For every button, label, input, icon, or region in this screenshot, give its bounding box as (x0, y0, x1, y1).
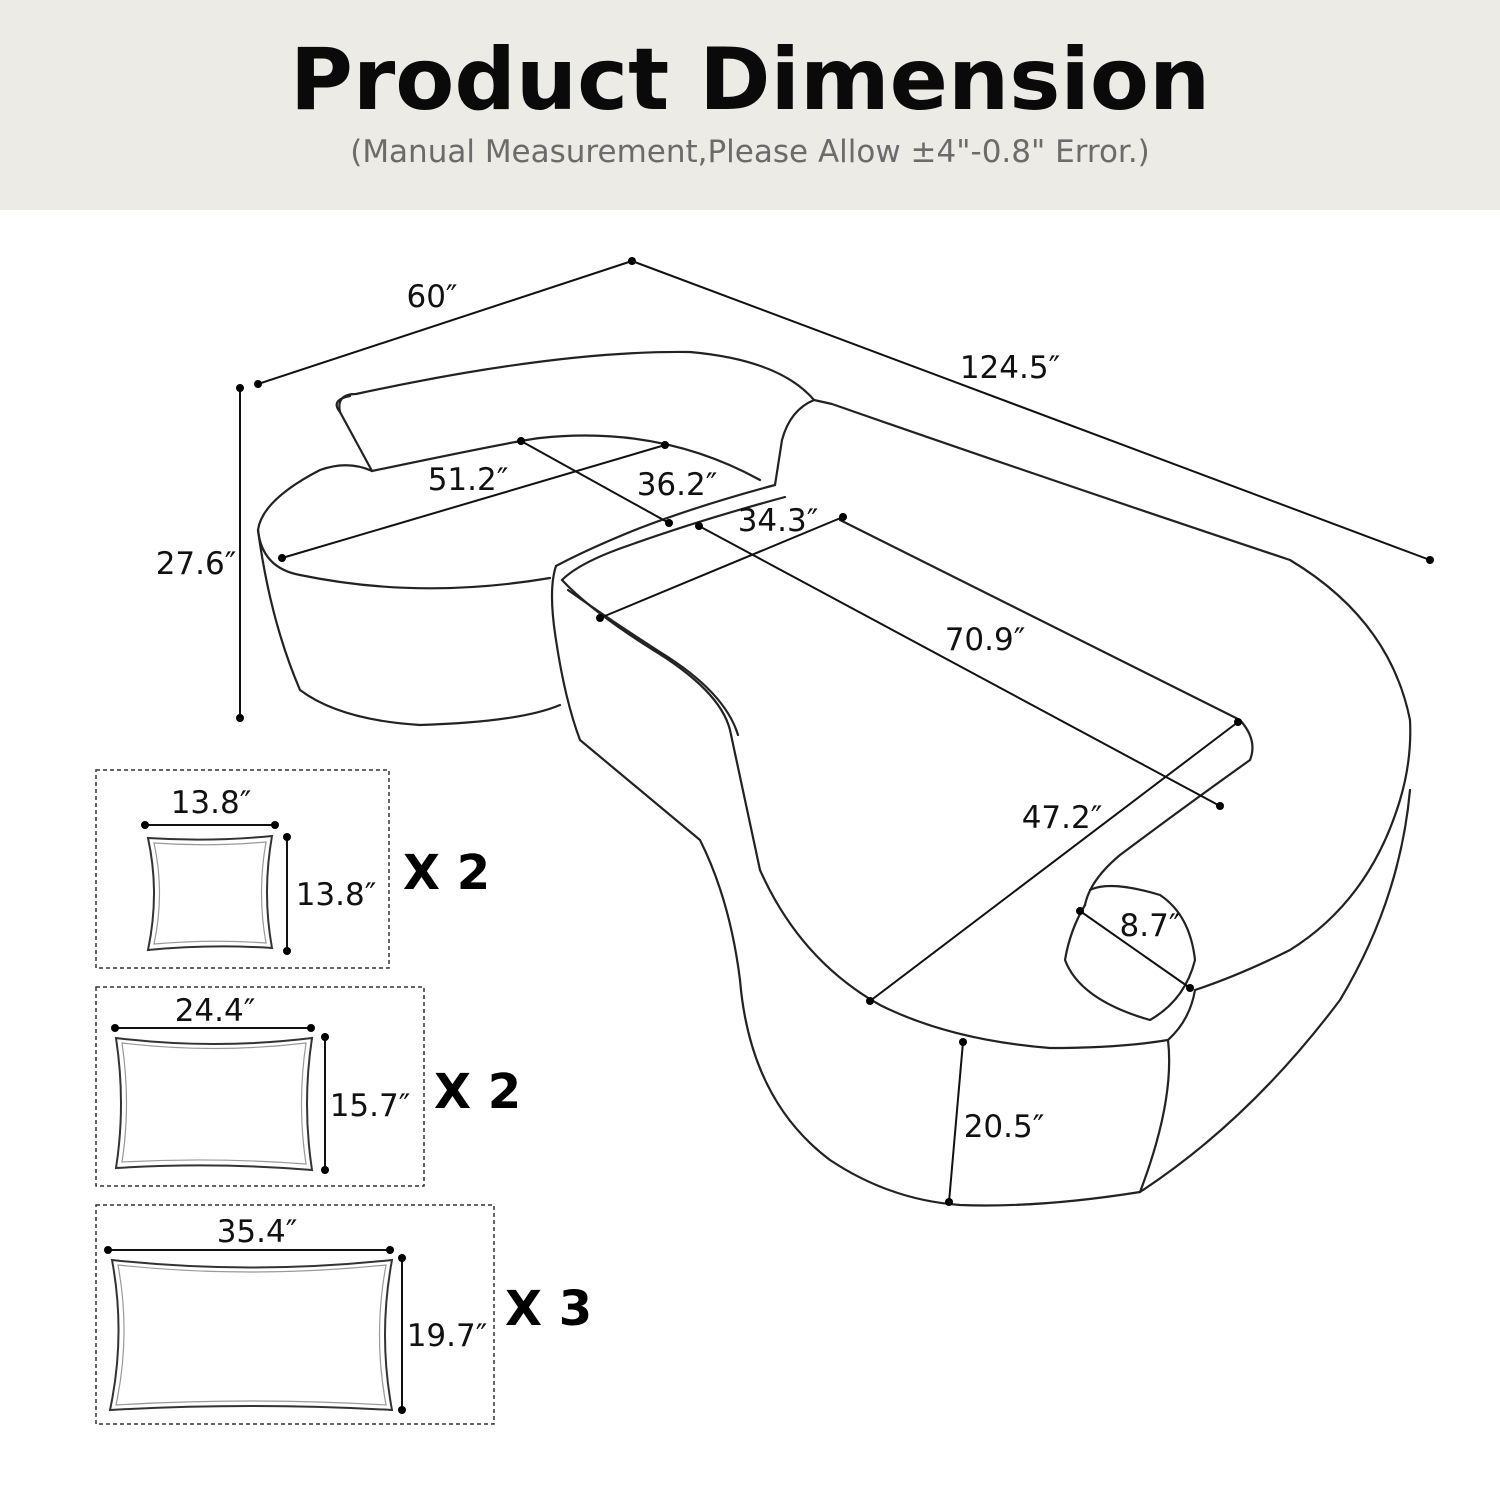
pillow-large-width: 35.4″ (217, 1214, 298, 1250)
pillow-small-qty: X 2 (403, 845, 490, 901)
label-left-seat-depth: 36.2″ (637, 467, 718, 503)
pillow-small-width: 13.8″ (171, 785, 252, 821)
pillow-medium: 24.4″ 15.7″ X 2 (95, 986, 521, 1187)
label-height: 27.6″ (156, 546, 237, 582)
left-seat-depth-line (520, 440, 670, 524)
pillow-medium-height: 15.7″ (330, 1088, 411, 1124)
depth-left-line (257, 260, 633, 385)
pillow-medium-width: 24.4″ (175, 993, 256, 1029)
chaise-width-line (869, 721, 1239, 1002)
pillow-large-shape (108, 1258, 394, 1412)
label-arm-width: 8.7″ (1120, 908, 1181, 944)
page-title: Product Dimension (289, 30, 1211, 130)
label-chaise-length: 70.9″ (945, 622, 1026, 658)
dimension-labels: 60″ 124.5″ 27.6″ 51.2″ 36.2″ 34.3″ 70.9″… (156, 279, 1181, 1145)
label-seat-height: 20.5″ (964, 1109, 1045, 1145)
pillow-large: 35.4″ 19.7″ X 3 (95, 1204, 592, 1425)
dimension-lines (236, 257, 1434, 1206)
label-overall-length: 124.5″ (960, 350, 1060, 386)
label-depth-left: 60″ (406, 279, 457, 315)
pillow-medium-qty: X 2 (434, 1064, 521, 1120)
label-chaise-width: 47.2″ (1022, 800, 1103, 836)
center-width-line (599, 516, 844, 619)
pillow-small-shape (146, 834, 274, 952)
header-banner: Product Dimension (Manual Measurement,Pl… (0, 0, 1500, 210)
overall-length-line (631, 260, 1431, 561)
pillow-large-qty: X 3 (505, 1281, 592, 1337)
label-left-seat-width: 51.2″ (428, 462, 509, 498)
label-center-width: 34.3″ (738, 503, 819, 539)
pillow-large-height: 19.7″ (407, 1318, 488, 1354)
pillow-medium-box (95, 986, 425, 1187)
pillow-large-box (95, 1204, 495, 1425)
pillow-medium-shape (114, 1036, 314, 1172)
seat-height-line (948, 1041, 964, 1203)
pillow-small-box (95, 769, 390, 969)
arm-width-line (1079, 910, 1191, 989)
pillow-small-height: 13.8″ (296, 877, 377, 913)
pillow-small: 13.8″ 13.8″ X 2 (95, 769, 490, 969)
sofa-outline (256, 350, 1412, 1207)
left-seat-width-line (281, 444, 666, 559)
page-subtitle: (Manual Measurement,Please Allow ±4"-0.8… (350, 134, 1150, 170)
chaise-length-line (698, 525, 1221, 807)
